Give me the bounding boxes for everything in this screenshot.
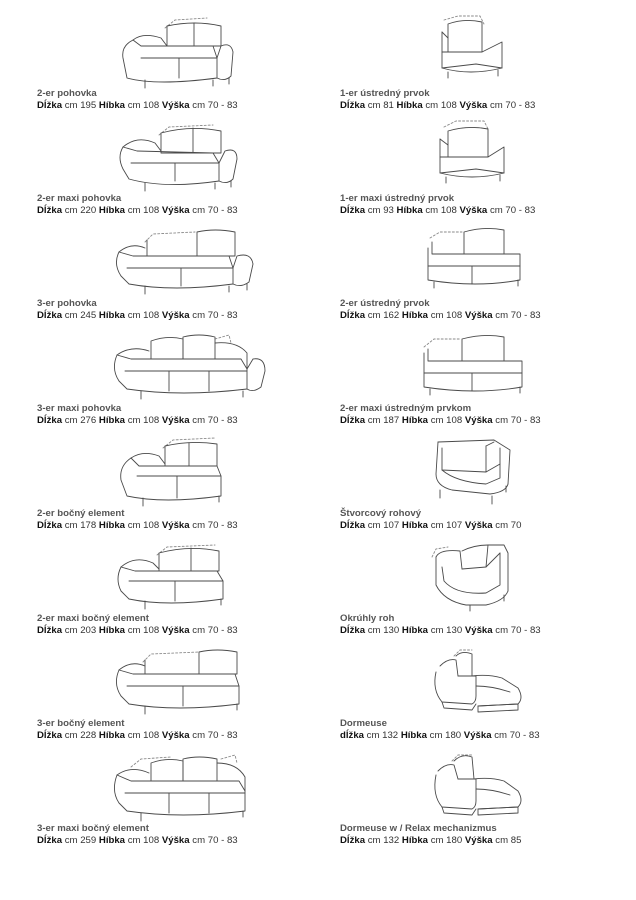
product-dimensions: Dĺžka cm 245 Híbka cm 108 Výška cm 70 - … (37, 309, 238, 321)
product-dimensions: Dĺžka cm 178 Híbka cm 108 Výška cm 70 - … (37, 519, 238, 531)
product-caption: 2-er maxi pohovka Dĺžka cm 220 Híbka cm … (37, 193, 238, 216)
product-dimensions: Dĺžka cm 228 Híbka cm 108 Výška cm 70 - … (37, 729, 238, 741)
product-caption: 1-er ústredný prvok Dĺžka cm 81 Híbka cm… (340, 88, 535, 111)
product-name: Okrúhly roh (340, 613, 395, 624)
product-name: 1-er maxi ústredný prvok (340, 193, 455, 204)
sofa-drawing (439, 120, 505, 184)
product-2er-maxi-pohovka: 2-er maxi pohovka Dĺžka cm 220 Híbka cm … (37, 109, 337, 216)
sofa-drawing (117, 544, 224, 610)
product-2er-bocny-element: 2-er bočný element Dĺžka cm 178 Híbka cm… (37, 424, 337, 531)
product-dimensions: Dĺžka cm 162 Híbka cm 108 Výška cm 70 - … (340, 309, 541, 321)
product-1er-ustredny-prvok: 1-er ústredný prvok Dĺžka cm 81 Híbka cm… (340, 4, 636, 111)
product-caption: 3-er maxi bočný element Dĺžka cm 259 Híb… (37, 823, 238, 846)
product-dimensions: Dĺžka cm 195 Híbka cm 108 Výška cm 70 - … (37, 99, 238, 111)
product-stvorcovy-rohovy: Štvorcový rohový Dĺžka cm 107 Híbka cm 1… (340, 424, 636, 531)
product-caption: 3-er pohovka Dĺžka cm 245 Híbka cm 108 V… (37, 298, 238, 321)
product-name: 3-er bočný element (37, 718, 125, 729)
product-dimensions: dĺžka cm 132 Híbka cm 180 Výška cm 70 - … (340, 729, 540, 741)
product-dimensions: Dĺžka cm 259 Híbka cm 108 Výška cm 70 - … (37, 834, 238, 846)
product-caption: Okrúhly roh Dĺžka cm 130 Híbka cm 130 Vý… (340, 613, 541, 636)
product-name: 2-er bočný element (37, 508, 125, 519)
product-caption: 2-er pohovka Dĺžka cm 195 Híbka cm 108 V… (37, 88, 238, 111)
product-name: Dormeuse (340, 718, 387, 729)
product-dimensions: Dĺžka cm 187 Híbka cm 108 Výška cm 70 - … (340, 414, 541, 426)
sofa-drawing (423, 334, 523, 396)
product-dimensions: Dĺžka cm 203 Híbka cm 108 Výška cm 70 - … (37, 624, 238, 636)
sofa-drawing (120, 437, 222, 507)
product-name: 3-er pohovka (37, 298, 97, 309)
product-dimensions: Dĺžka cm 276 Híbka cm 108 Výška cm 70 - … (37, 414, 238, 426)
product-name: 3-er maxi pohovka (37, 403, 122, 414)
product-dimensions: Dĺžka cm 132 Híbka cm 180 Výška cm 85 (340, 834, 522, 846)
product-caption: 2-er bočný element Dĺžka cm 178 Híbka cm… (37, 508, 238, 531)
sofa-drawing (116, 229, 254, 295)
product-caption: Dormeuse dĺžka cm 132 Híbka cm 180 Výška… (340, 718, 540, 741)
product-name: Dormeuse w / Relax mechanizmus (340, 823, 497, 834)
product-name: 2-er maxi ústredným prvkom (340, 403, 472, 414)
product-3er-maxi-pohovka: 3-er maxi pohovka Dĺžka cm 276 Híbka cm … (37, 319, 337, 426)
product-caption: 3-er maxi pohovka Dĺžka cm 276 Híbka cm … (37, 403, 238, 426)
product-dimensions: Dĺžka cm 107 Híbka cm 107 Výška cm 70 (340, 519, 522, 531)
sofa-drawing (114, 754, 246, 822)
product-2er-maxi-bocny-element: 2-er maxi bočný element Dĺžka cm 203 Híb… (37, 529, 337, 636)
sofa-drawing (122, 17, 234, 89)
product-dimensions: Dĺžka cm 93 Híbka cm 108 Výška cm 70 - 8… (340, 204, 536, 216)
product-caption: 2-er maxi ústredným prvkom Dĺžka cm 187 … (340, 403, 541, 426)
product-dormeuse-relax: Dormeuse w / Relax mechanizmus Dĺžka cm … (340, 739, 636, 846)
product-caption: 2-er ústredný prvok Dĺžka cm 162 Híbka c… (340, 298, 541, 321)
product-caption: 1-er maxi ústredný prvok Dĺžka cm 93 Híb… (340, 193, 535, 216)
sofa-drawing (119, 124, 238, 192)
product-caption: 2-er maxi bočný element Dĺžka cm 203 Híb… (37, 613, 238, 636)
sofa-drawing (441, 15, 503, 79)
product-caption: Štvorcový rohový Dĺžka cm 107 Híbka cm 1… (340, 508, 521, 531)
sofa-drawing (431, 544, 509, 612)
product-2er-pohovka: 2-er pohovka Dĺžka cm 195 Híbka cm 108 V… (37, 4, 337, 111)
product-3er-maxi-bocny-element: 3-er maxi bočný element Dĺžka cm 259 Híb… (37, 739, 337, 846)
product-2er-ustredny-prvok: 2-er ústredný prvok Dĺžka cm 162 Híbka c… (340, 214, 636, 321)
product-3er-pohovka: 3-er pohovka Dĺžka cm 245 Híbka cm 108 V… (37, 214, 337, 321)
product-dimensions: Dĺžka cm 81 Híbka cm 108 Výška cm 70 - 8… (340, 99, 536, 111)
sofa-drawing (116, 649, 240, 715)
product-dormeuse: Dormeuse dĺžka cm 132 Híbka cm 180 Výška… (340, 634, 636, 741)
product-dimensions: Dĺžka cm 220 Híbka cm 108 Výška cm 70 - … (37, 204, 238, 216)
product-okruhly-roh: Okrúhly roh Dĺžka cm 130 Híbka cm 130 Vý… (340, 529, 636, 636)
product-name: 2-er maxi bočný element (37, 613, 149, 624)
product-name: 2-er pohovka (37, 88, 97, 99)
sofa-drawing (427, 227, 521, 289)
product-name: 1-er ústredný prvok (340, 88, 430, 99)
product-name: 3-er maxi bočný element (37, 823, 149, 834)
product-name: 2-er maxi pohovka (37, 193, 122, 204)
sofa-drawing (114, 334, 266, 400)
product-caption: 3-er bočný element Dĺžka cm 228 Híbka cm… (37, 718, 238, 741)
sofa-drawing (434, 754, 522, 816)
product-1er-maxi-ustredny-prvok: 1-er maxi ústredný prvok Dĺžka cm 93 Híb… (340, 109, 636, 216)
product-name: 2-er ústredný prvok (340, 298, 430, 309)
product-name: Štvorcový rohový (340, 508, 422, 519)
product-3er-bocny-element: 3-er bočný element Dĺžka cm 228 Híbka cm… (37, 634, 337, 741)
sofa-drawing (434, 649, 522, 713)
product-caption: Dormeuse w / Relax mechanizmus Dĺžka cm … (340, 823, 521, 846)
sofa-drawing (435, 439, 511, 505)
product-dimensions: Dĺžka cm 130 Híbka cm 130 Výška cm 70 - … (340, 624, 541, 636)
product-2er-maxi-ustrednym-prvkom: 2-er maxi ústredným prvkom Dĺžka cm 187 … (340, 319, 636, 426)
